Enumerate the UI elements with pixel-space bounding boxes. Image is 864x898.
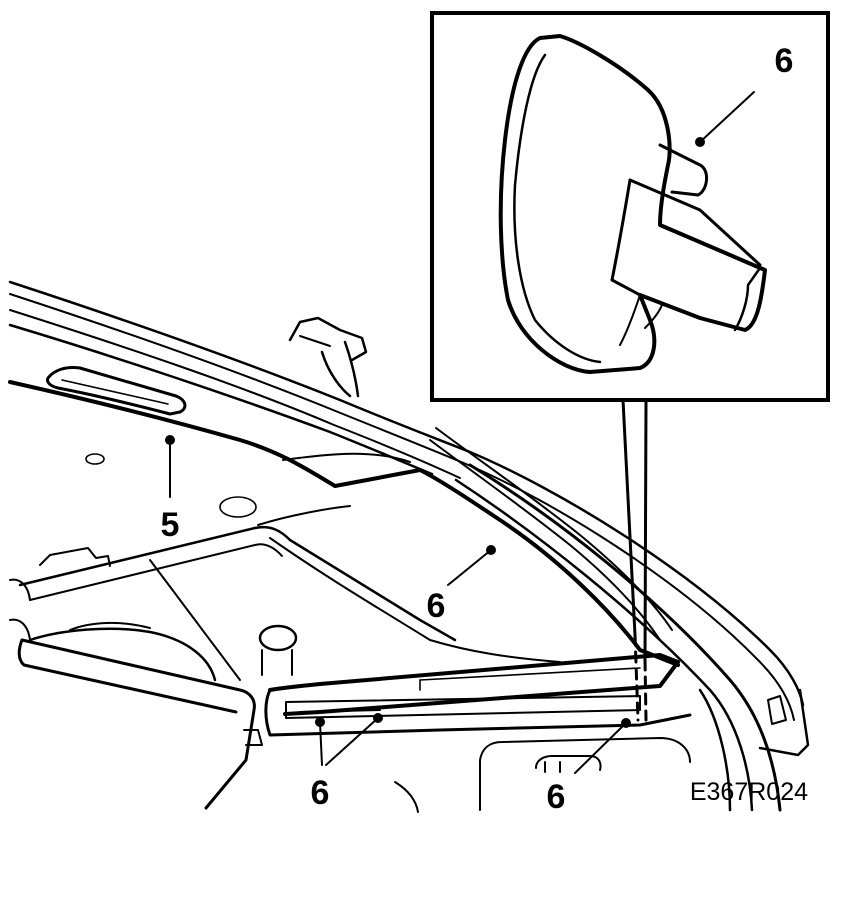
callout-5: 5 xyxy=(161,506,180,544)
callout-6-rail: 6 xyxy=(311,774,330,812)
callout-leaders xyxy=(165,91,755,774)
roof-clip xyxy=(288,316,368,398)
headliner-hole xyxy=(219,496,257,518)
figure-code: E367R024 xyxy=(690,778,808,806)
inset-leader-line xyxy=(621,398,648,662)
callout-6-headliner: 6 xyxy=(427,587,446,625)
roof-rail-trim xyxy=(264,653,692,737)
c-pillar xyxy=(454,463,810,812)
cargo-floor-outline xyxy=(394,737,691,813)
callout-6-clip: 6 xyxy=(547,778,566,816)
headliner-hole xyxy=(85,453,105,465)
mirror-clip-detail xyxy=(498,34,767,374)
headliner-panel xyxy=(8,323,680,667)
side-trim-panel xyxy=(17,638,263,810)
rear-cargo-area xyxy=(9,505,561,682)
headliner-handle-recess xyxy=(46,366,187,416)
callout-6-inset: 6 xyxy=(775,42,794,80)
inset-leader-line xyxy=(633,633,648,722)
detail-inset-frame xyxy=(430,11,830,402)
